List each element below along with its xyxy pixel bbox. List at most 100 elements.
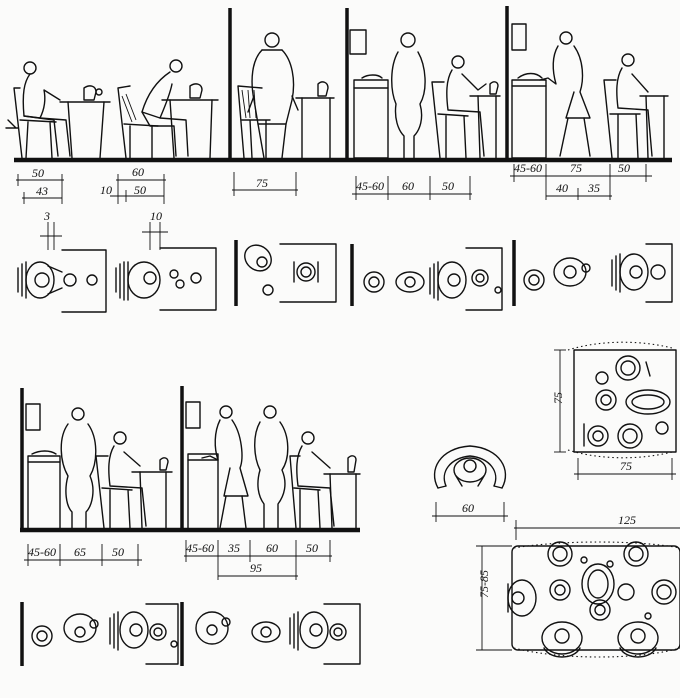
panel4-dimensions: 45-60 75 50 40 35 — [510, 161, 652, 200]
panel6-plan — [180, 602, 361, 666]
standing-person-plan — [395, 271, 425, 293]
square-table-plan — [567, 341, 677, 459]
seated-person-plan — [289, 611, 329, 651]
sideboard-figure — [353, 74, 389, 159]
dimension-label: 45-60 — [356, 179, 384, 193]
seated-person-figure — [446, 55, 487, 157]
chair-figure — [237, 85, 271, 159]
seated-person-figure — [616, 53, 653, 157]
panel6-dimensions: 45-60 35 60 50 95 — [184, 540, 332, 580]
table-plan — [159, 247, 217, 311]
plate-icon — [31, 625, 53, 647]
dimension-label: 45-60 — [186, 541, 214, 555]
seated-person-plan — [611, 253, 649, 293]
dimension-label: 45-60 — [514, 161, 542, 175]
dimension-label: 75 — [620, 459, 632, 473]
plate-icon — [523, 269, 545, 291]
chair-figure — [431, 81, 469, 159]
seated-person-plan — [17, 261, 63, 299]
dimension-label: 75-85 — [477, 570, 491, 598]
armchair-dimensions: 60 — [432, 501, 508, 522]
chair-figure — [289, 455, 321, 529]
dimension-label: 10 — [100, 183, 112, 197]
seated-person-plan — [617, 621, 659, 658]
panel5-elevation — [25, 403, 173, 531]
seated-person-figure — [296, 431, 335, 527]
dimension-label: 3 — [43, 209, 50, 223]
chair-figure — [13, 87, 57, 159]
panel1-dimensions: 50 43 60 10 50 — [16, 165, 166, 204]
serving-person-figure — [539, 31, 591, 157]
dimension-label: 50 — [442, 179, 454, 193]
table-figure — [131, 457, 173, 529]
standing-person-plan — [244, 244, 274, 296]
panel3-dimensions: 45-60 60 50 — [352, 176, 472, 200]
square-table-dimensions: 75 75 — [551, 349, 676, 480]
dimension-label: 75 — [570, 161, 582, 175]
standing-person-figure — [247, 32, 299, 159]
sideboard-figure — [511, 72, 547, 159]
panel4-elevation — [511, 23, 669, 159]
seated-person-figure — [108, 431, 147, 527]
dimension-label: 65 — [74, 545, 86, 559]
dimension-label: 60 — [132, 165, 144, 179]
bottom-walls — [20, 386, 184, 530]
dimension-label: 125 — [618, 513, 636, 527]
oval-table-dimensions: 125 75-85 — [476, 513, 680, 651]
dimension-label: 35 — [227, 541, 240, 555]
sideboard-figure — [187, 453, 219, 531]
chair-figure — [603, 79, 641, 159]
table-figure — [295, 81, 335, 159]
standing-person-plan — [63, 613, 99, 643]
serving-person-plan — [195, 611, 231, 645]
dimension-label: 40 — [556, 181, 568, 195]
wall-cabinet — [511, 23, 527, 51]
standing-person-figure — [60, 407, 97, 529]
seated-person-plan — [541, 621, 583, 658]
panel2-elevation — [237, 32, 335, 159]
panel5-dimensions: 45-60 65 50 — [24, 544, 142, 566]
plate-icon — [363, 271, 385, 293]
chair-figure — [117, 85, 159, 159]
panel5-plan — [20, 602, 179, 666]
seated-person-figure — [22, 61, 71, 157]
table-plan — [645, 243, 673, 303]
dimension-label: 50 — [134, 183, 146, 197]
dimension-label: 95 — [250, 561, 262, 575]
wall-cabinet — [349, 29, 367, 55]
dimension-label: 75 — [256, 176, 268, 190]
panel2-plan — [234, 240, 337, 306]
panel1-plan: 3 10 — [17, 209, 217, 313]
table-figure — [59, 85, 111, 159]
table-figure — [639, 95, 669, 159]
seated-person-plan — [507, 579, 537, 617]
dimension-label: 50 — [32, 166, 44, 180]
wall-cabinet — [25, 403, 41, 431]
table-plan — [145, 603, 179, 665]
reclining-person-figure — [141, 59, 189, 157]
table-figure — [469, 81, 501, 159]
table-plan — [279, 243, 337, 303]
table-figure — [323, 455, 361, 529]
dimension-label: 50 — [112, 545, 124, 559]
panel1-elevation — [5, 59, 219, 159]
panel6-elevation — [185, 401, 361, 531]
panel3-plan — [350, 244, 503, 311]
standing-person-figure — [254, 405, 289, 529]
dimension-label: 75 — [551, 392, 565, 404]
sideboard-figure — [27, 450, 61, 531]
standing-person-plan — [553, 257, 591, 287]
dimension-label: 45-60 — [28, 545, 56, 559]
dimension-label: 50 — [618, 161, 630, 175]
table-plan — [323, 603, 361, 665]
top-walls — [228, 6, 509, 160]
seated-person-plan — [429, 261, 467, 301]
serving-person-figure — [201, 405, 249, 529]
dimension-label: 60 — [462, 501, 474, 515]
seated-person-plan — [109, 611, 149, 651]
table-figure — [161, 83, 219, 159]
panel4-plan — [512, 240, 673, 306]
dimension-label: 50 — [306, 541, 318, 555]
standing-person-figure — [391, 32, 426, 159]
